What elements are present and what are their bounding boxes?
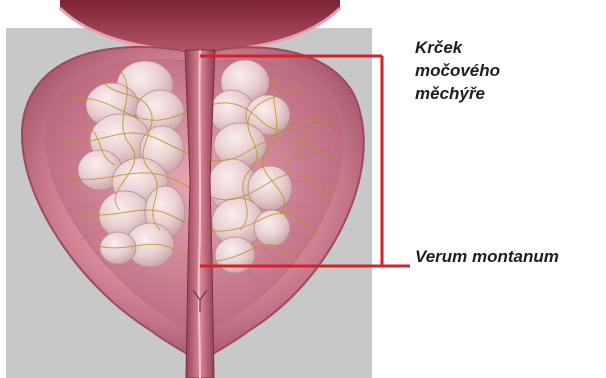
label-verum-montanum: Verum montanum xyxy=(415,245,559,268)
label-verum-montanum-text: Verum montanum xyxy=(415,245,559,268)
label-bladder-neck: Krček močového měchýře xyxy=(415,36,500,105)
label-bladder-neck-line-1: Krček xyxy=(415,36,500,59)
label-bladder-neck-line-3: měchýře xyxy=(415,82,500,105)
label-bladder-neck-line-2: močového xyxy=(415,59,500,82)
